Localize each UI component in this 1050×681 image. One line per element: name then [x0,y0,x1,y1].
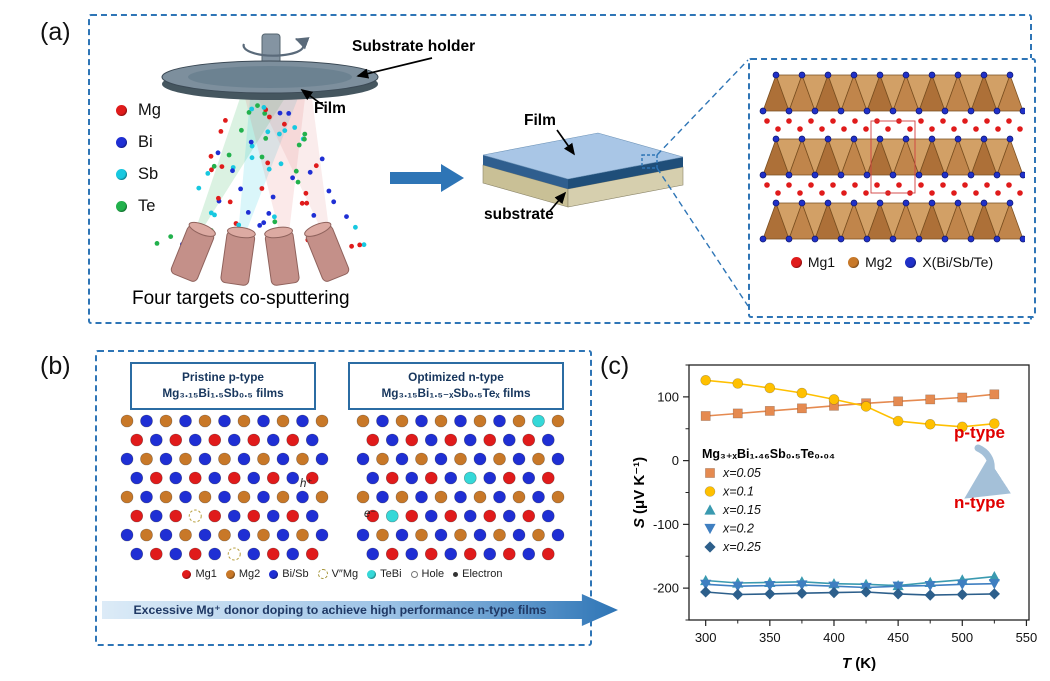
x-dot-icon [905,256,917,268]
legend-item-te: Te [116,197,161,216]
mg2-dot-icon [225,569,235,579]
slab-film-label: Film [524,112,556,129]
svg-text:0: 0 [672,453,679,468]
target-4 [304,221,350,282]
svg-text:300: 300 [695,630,717,645]
target-1 [170,221,216,282]
svg-text:450: 450 [887,630,909,645]
vacancy-icon [317,569,328,579]
legend-item-bisb: Bi/Sb [269,568,309,580]
film-left-face [483,155,568,189]
legend-label: Mg1 [807,254,836,270]
crystal-structure [759,71,1025,243]
svg-text:Mg₃₊ₓBi₁.₄₆Sb₀.₅Te₀.₀₄: Mg₃₊ₓBi₁.₄₆Sb₀.₅Te₀.₀₄ [702,447,835,461]
legend-label: Bi/Sb [282,568,309,580]
legend-label: Mg1 [195,568,217,580]
rotation-arrow-icon [242,37,310,57]
banner-text: Excessive Mg⁺ donor doping to achieve hi… [133,603,547,617]
legend-item-hole: Hole [410,568,445,580]
legend-item-tebi: TeBi [367,568,402,580]
lattice-p-type [120,414,329,561]
pristine-p-type-box: Pristine p-type Mg₃.₁₅Bi₁.₅Sb₀.₅ films [130,362,316,410]
legend-item-mg2: Mg2 [225,568,261,580]
legend-label: X(Bi/Sb/Te) [922,254,994,270]
holder-disk-inner [188,66,352,88]
electron-annotation: e⁻ [364,508,377,520]
mg1-dot-icon [182,569,192,579]
svg-text:x=0.25: x=0.25 [722,540,761,554]
svg-text:350: 350 [759,630,781,645]
legend-item-mg1: Mg1 [182,568,217,580]
film-label-a: Film [314,100,346,117]
sb-dot-icon [116,169,127,180]
target-3 [264,226,300,286]
svg-text:x=0.2: x=0.2 [722,522,754,536]
legend-label: Sb [138,165,159,183]
panel-a-label: (a) [40,18,71,46]
svg-text:S (μV K⁻¹): S (μV K⁻¹) [631,457,648,528]
panel-c-label: (c) [600,352,630,380]
legend-item-bi: Bi [116,133,161,152]
legend-label: Bi [138,133,153,151]
svg-text:500: 500 [951,630,973,645]
mg1-dot-icon [790,256,802,268]
hole-annotation: h⁺ [300,478,313,490]
legend-item-electron: Electron [453,568,503,580]
seebeck-chart: 300 350 400 450 500 550 100 0 -100 -200 T (K) S (μV… [631,364,1038,672]
mg2-dot-icon [848,256,860,268]
svg-text:x=0.1: x=0.1 [722,485,754,499]
svg-text:550: 550 [1016,630,1038,645]
sputtering-schematic [154,33,379,286]
panel-b-label: (b) [40,352,71,380]
crystal-legend: Mg1 Mg2 X(Bi/Sb/Te) [790,254,993,270]
crystal-inset-box: Mg1 Mg2 X(Bi/Sb/Te) [748,58,1036,318]
legend-item-sb: Sb [116,165,161,184]
svg-text:400: 400 [823,630,845,645]
mg-dot-icon [116,105,127,116]
titlebox-line: Optimized n-type [408,370,504,385]
te-dot-icon [116,201,127,212]
svg-text:x=0.05: x=0.05 [722,466,761,480]
hole-icon [410,570,418,578]
optimized-n-type-box: Optimized n-type Mg₃.₁₅Bi₁.₅₋ₓSb₀.₅Teₓ f… [348,362,564,410]
tebi-dot-icon [367,569,377,579]
titlebox-line: Mg₃.₁₅Bi₁.₅Sb₀.₅ films [162,386,284,400]
legend-label: Hole [421,568,445,580]
legend-label: TeBi [380,568,402,580]
svg-text:100: 100 [657,389,679,404]
substrate-holder-label: Substrate holder [352,38,476,55]
slab-substrate-label: substrate [484,206,554,223]
spray-cone-sb [236,98,298,258]
svg-text:n-type: n-type [954,493,1005,512]
bisb-dot-icon [269,569,279,579]
legend-label: Mg [138,101,161,119]
svg-text:p-type: p-type [954,423,1005,442]
target-2 [220,226,256,286]
element-legend: Mg Bi Sb Te [116,101,161,216]
lattice-n-type [356,414,565,561]
legend-item-mg2: Mg2 [848,254,892,270]
svg-text:x=0.15: x=0.15 [722,503,761,517]
legend-label: Te [138,197,156,215]
lattice-legend: Mg1 Mg2 Bi/Sb V″Mg TeBi Hole Electron [100,568,585,580]
titlebox-line: Pristine p-type [182,370,264,385]
legend-label: Electron [462,568,503,580]
legend-label: Mg2 [238,568,261,580]
legend-label: Mg2 [865,254,893,270]
legend-item-x: X(Bi/Sb/Te) [905,254,993,270]
svg-text:T (K): T (K) [842,655,876,672]
co-sputtering-caption: Four targets co-sputtering [132,288,350,309]
spray-cone-mg [245,98,305,258]
legend-item-vacancy: V″Mg [317,568,359,580]
electron-icon [453,571,459,577]
legend-item-mg1: Mg1 [790,254,836,270]
legend-item-mg: Mg [116,101,161,120]
legend-label: V″Mg [331,568,359,580]
svg-text:-200: -200 [653,581,679,596]
titlebox-line: Mg₃.₁₅Bi₁.₅₋ₓSb₀.₅Teₓ films [381,386,531,400]
bi-dot-icon [116,137,127,148]
svg-text:-100: -100 [653,517,679,532]
